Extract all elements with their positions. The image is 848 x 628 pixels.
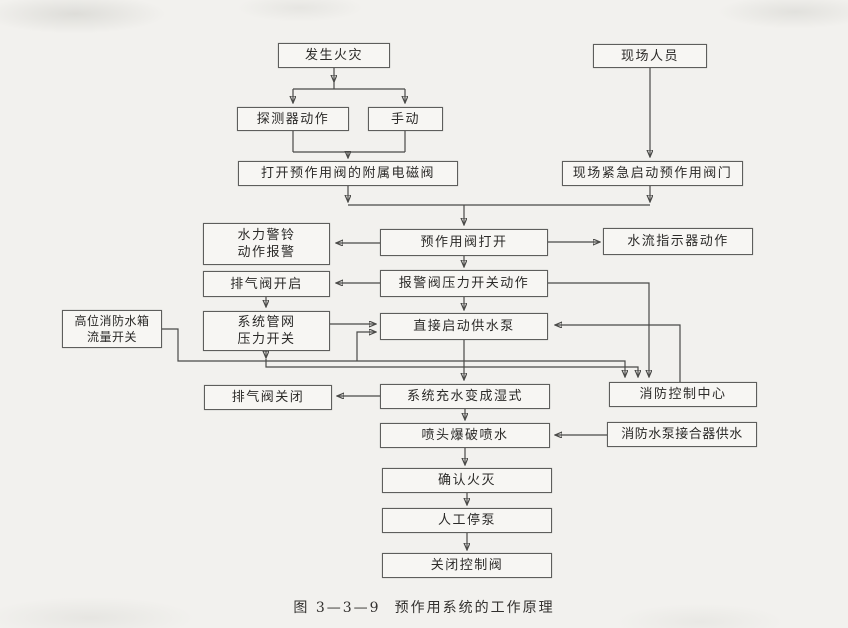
node-hydraulic-bell: 水力警铃 动作报警 [203, 223, 330, 265]
node-direct-start-pump-label: 直接启动供水泵 [413, 319, 515, 334]
node-high-tank-flow-switch-line2: 流量开关 [86, 330, 137, 344]
node-system-fills-wet: 系统充水变成湿式 [380, 384, 550, 409]
node-fire-control-center: 消防控制中心 [609, 382, 757, 407]
edge-pipe-switch-to-control-center [265, 359, 638, 377]
node-fire-occurs: 发生火灾 [278, 43, 390, 68]
node-exhaust-valve-closed-label: 排气阀关闭 [231, 390, 305, 405]
node-close-control-valve: 关闭控制阀 [382, 553, 552, 578]
node-preaction-valve-open: 预作用阀打开 [380, 229, 548, 256]
node-confirm-fire-out-label: 确认火灭 [437, 473, 496, 488]
node-sprinkler-spray-label: 喷头爆破喷水 [421, 428, 509, 443]
node-exhaust-valve-open: 排气阀开启 [203, 271, 330, 297]
edge-control-center-to-pump [555, 325, 681, 382]
node-exhaust-valve-open-label: 排气阀开启 [230, 276, 303, 292]
edge-alarm-to-control-center [548, 282, 649, 377]
node-sprinkler-spray: 喷头爆破喷水 [380, 423, 550, 448]
node-onsite-personnel: 现场人员 [593, 44, 707, 68]
node-waterflow-indicator-label: 水流指示器动作 [627, 234, 729, 249]
node-pump-coupler-supply: 消防水泵接合器供水 [607, 422, 757, 447]
node-pipe-pressure-switch: 系统管网 压力开关 [203, 311, 330, 351]
node-alarm-pressure-switch: 报警阀压力开关动作 [380, 270, 548, 297]
node-pipe-pressure-switch-line2: 压力开关 [237, 332, 296, 347]
edge-tank-to-control-center [162, 328, 625, 377]
node-pump-coupler-supply-label: 消防水泵接合器供水 [621, 427, 743, 442]
node-high-tank-flow-switch: 高位消防水箱 流量开关 [62, 310, 162, 348]
node-preaction-valve-open-label: 预作用阀打开 [420, 235, 508, 250]
node-open-solenoid: 打开预作用阀的附属电磁阀 [238, 161, 458, 186]
edge-tank-branch-to-pump [356, 332, 376, 361]
node-fire-control-center-label: 消防控制中心 [639, 387, 727, 402]
node-manual-stop-pump: 人工停泵 [382, 508, 552, 533]
node-detector-action-label: 探测器动作 [256, 111, 330, 127]
node-manual-stop-pump-label: 人工停泵 [437, 513, 496, 528]
node-system-fills-wet-label: 系统充水变成湿式 [406, 389, 523, 404]
node-exhaust-valve-closed: 排气阀关闭 [204, 385, 332, 410]
figure-caption: 图 3—3—9 预作用系统的工作原理 [0, 597, 848, 617]
node-manual-action: 手动 [368, 107, 443, 131]
node-manual-action-label: 手动 [390, 111, 420, 127]
node-waterflow-indicator: 水流指示器动作 [603, 228, 753, 255]
node-open-solenoid-label: 打开预作用阀的附属电磁阀 [260, 166, 435, 181]
node-pipe-pressure-switch-line1: 系统管网 [237, 315, 296, 330]
figure-caption-title: 预作用系统的工作原理 [394, 600, 555, 616]
node-hydraulic-bell-line2: 动作报警 [237, 245, 296, 260]
node-onsite-emergency-open-label: 现场紧急启动预作用阀门 [572, 166, 733, 181]
node-onsite-emergency-open: 现场紧急启动预作用阀门 [562, 161, 743, 186]
node-direct-start-pump: 直接启动供水泵 [380, 313, 548, 340]
node-close-control-valve-label: 关闭控制阀 [430, 558, 504, 573]
node-confirm-fire-out: 确认火灭 [382, 468, 552, 493]
node-onsite-personnel-label: 现场人员 [620, 48, 679, 64]
figure-caption-number: 图 3—3—9 [293, 600, 381, 616]
node-high-tank-flow-switch-line1: 高位消防水箱 [74, 314, 150, 328]
node-hydraulic-bell-line1: 水力警铃 [237, 228, 296, 243]
node-fire-occurs-label: 发生火灾 [304, 48, 363, 63]
node-detector-action: 探测器动作 [237, 107, 349, 131]
node-alarm-pressure-switch-label: 报警阀压力开关动作 [398, 276, 530, 291]
